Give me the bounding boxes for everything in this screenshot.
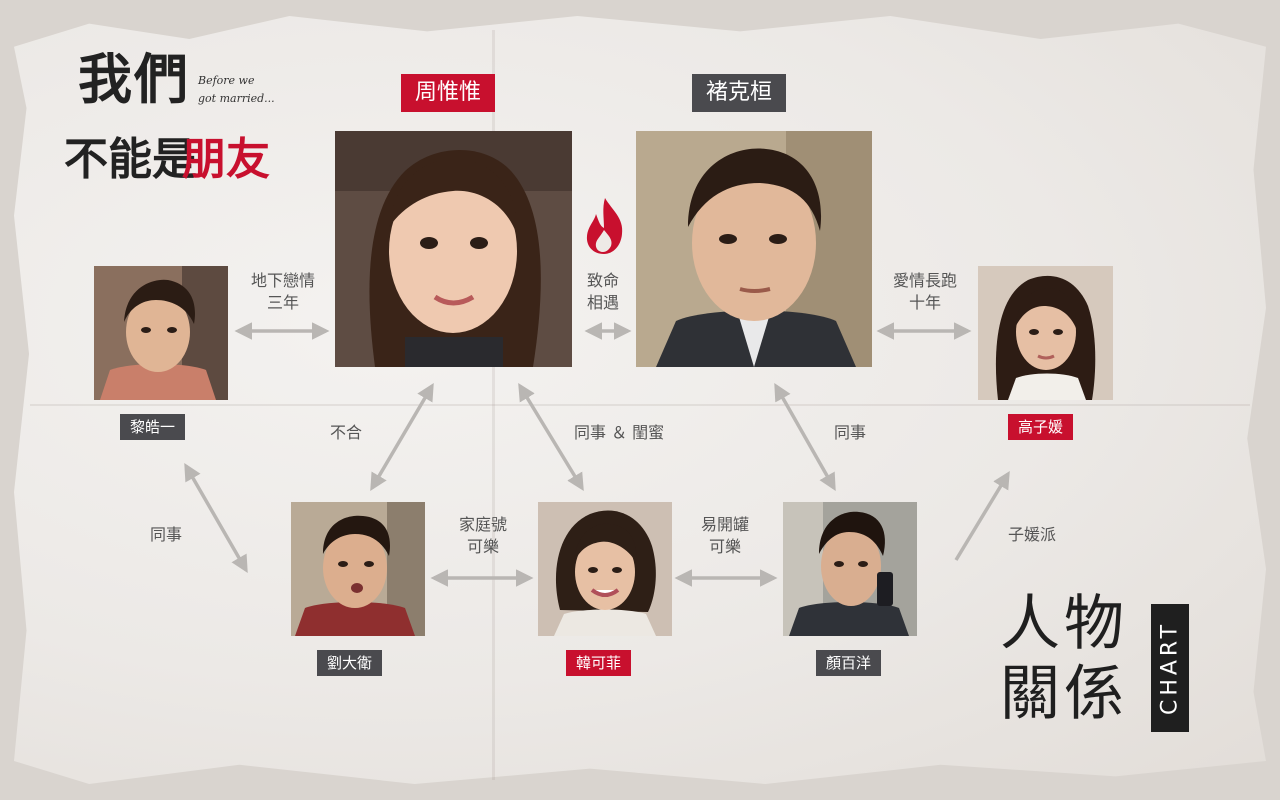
paper-crease <box>492 30 495 780</box>
photo-gao-ziyuan <box>978 266 1113 400</box>
logo-line-1: 我們 <box>78 47 190 111</box>
relation-zhou-chu-line-1: 致命 <box>586 271 619 290</box>
relation-zhou-chu: 致命 相遇 <box>580 270 626 314</box>
name-label-gao-ziyuan: 高子媛 <box>1008 414 1074 440</box>
chart-tag-label: CHART <box>1157 620 1183 716</box>
arrow-zhou-liu <box>370 382 434 492</box>
name-label-zhou-weiwei: 周惟惟 <box>401 74 496 112</box>
name-label-liu-dawei: 劉大衛 <box>317 650 383 676</box>
paper-crease <box>30 404 1250 406</box>
name-label-chu-kehuan: 褚克桓 <box>692 74 787 112</box>
show-logo: 我們 Before we got married... 不能是 朋友 <box>64 52 284 202</box>
relation-li-zhou-line-2: 三年 <box>266 293 299 312</box>
arrow-zhou-han <box>518 383 584 491</box>
name-label-han-kefei: 韓可菲 <box>566 650 632 676</box>
name-label-li-haoyi: 黎皓一 <box>120 414 186 440</box>
relation-chu-yan: 同事 <box>834 423 867 442</box>
chart-title-line-1: 人物 <box>1000 589 1128 659</box>
logo-line-2-black: 不能是 <box>64 134 196 185</box>
arrow-li-liu <box>184 462 248 574</box>
logo-script-line-1: Before we <box>198 74 255 87</box>
photo-li-haoyi <box>94 266 228 400</box>
photo-chu-kehuan <box>636 131 872 367</box>
name-label-yan-baiyang: 顏百洋 <box>816 650 882 676</box>
arrow-yan-gao <box>954 471 1010 561</box>
chart-title-line-2: 關係 <box>1000 659 1128 729</box>
relation-liu-han-line-1: 家庭號 <box>458 515 507 534</box>
relation-zhou-han: 同事 ＆ 閨蜜 <box>574 423 665 442</box>
relation-han-yan-line-1: 易開罐 <box>700 515 749 534</box>
relation-zhou-liu: 不合 <box>330 423 363 442</box>
relation-li-liu: 同事 <box>150 525 183 544</box>
relation-chu-gao-line-2: 十年 <box>908 293 941 312</box>
photo-yan-baiyang <box>783 502 917 636</box>
logo-script: Before we got married... <box>198 72 288 108</box>
relation-han-yan: 易開罐 可樂 <box>690 514 760 558</box>
arrow-chu-yan <box>774 382 836 492</box>
logo-line-2-red: 朋友 <box>182 134 270 185</box>
relation-li-zhou-line-1: 地下戀情 <box>250 271 315 290</box>
relation-chu-gao-line-1: 愛情長跑 <box>892 271 957 290</box>
relation-chu-gao: 愛情長跑 十年 <box>880 270 970 314</box>
relation-han-yan-line-2: 可樂 <box>708 537 741 556</box>
photo-zhou-weiwei <box>335 131 572 367</box>
photo-liu-dawei <box>291 502 425 636</box>
relation-liu-han-line-2: 可樂 <box>466 537 499 556</box>
relation-yan-gao: 子媛派 <box>1008 525 1057 544</box>
logo-script-line-2: got married... <box>198 92 275 105</box>
relation-li-zhou: 地下戀情 三年 <box>240 270 326 314</box>
chart-tag: CHART <box>1151 604 1189 732</box>
relation-liu-han: 家庭號 可樂 <box>448 514 518 558</box>
photo-han-kefei <box>538 502 672 636</box>
flame-icon <box>586 198 623 254</box>
relation-zhou-chu-line-2: 相遇 <box>586 293 619 312</box>
